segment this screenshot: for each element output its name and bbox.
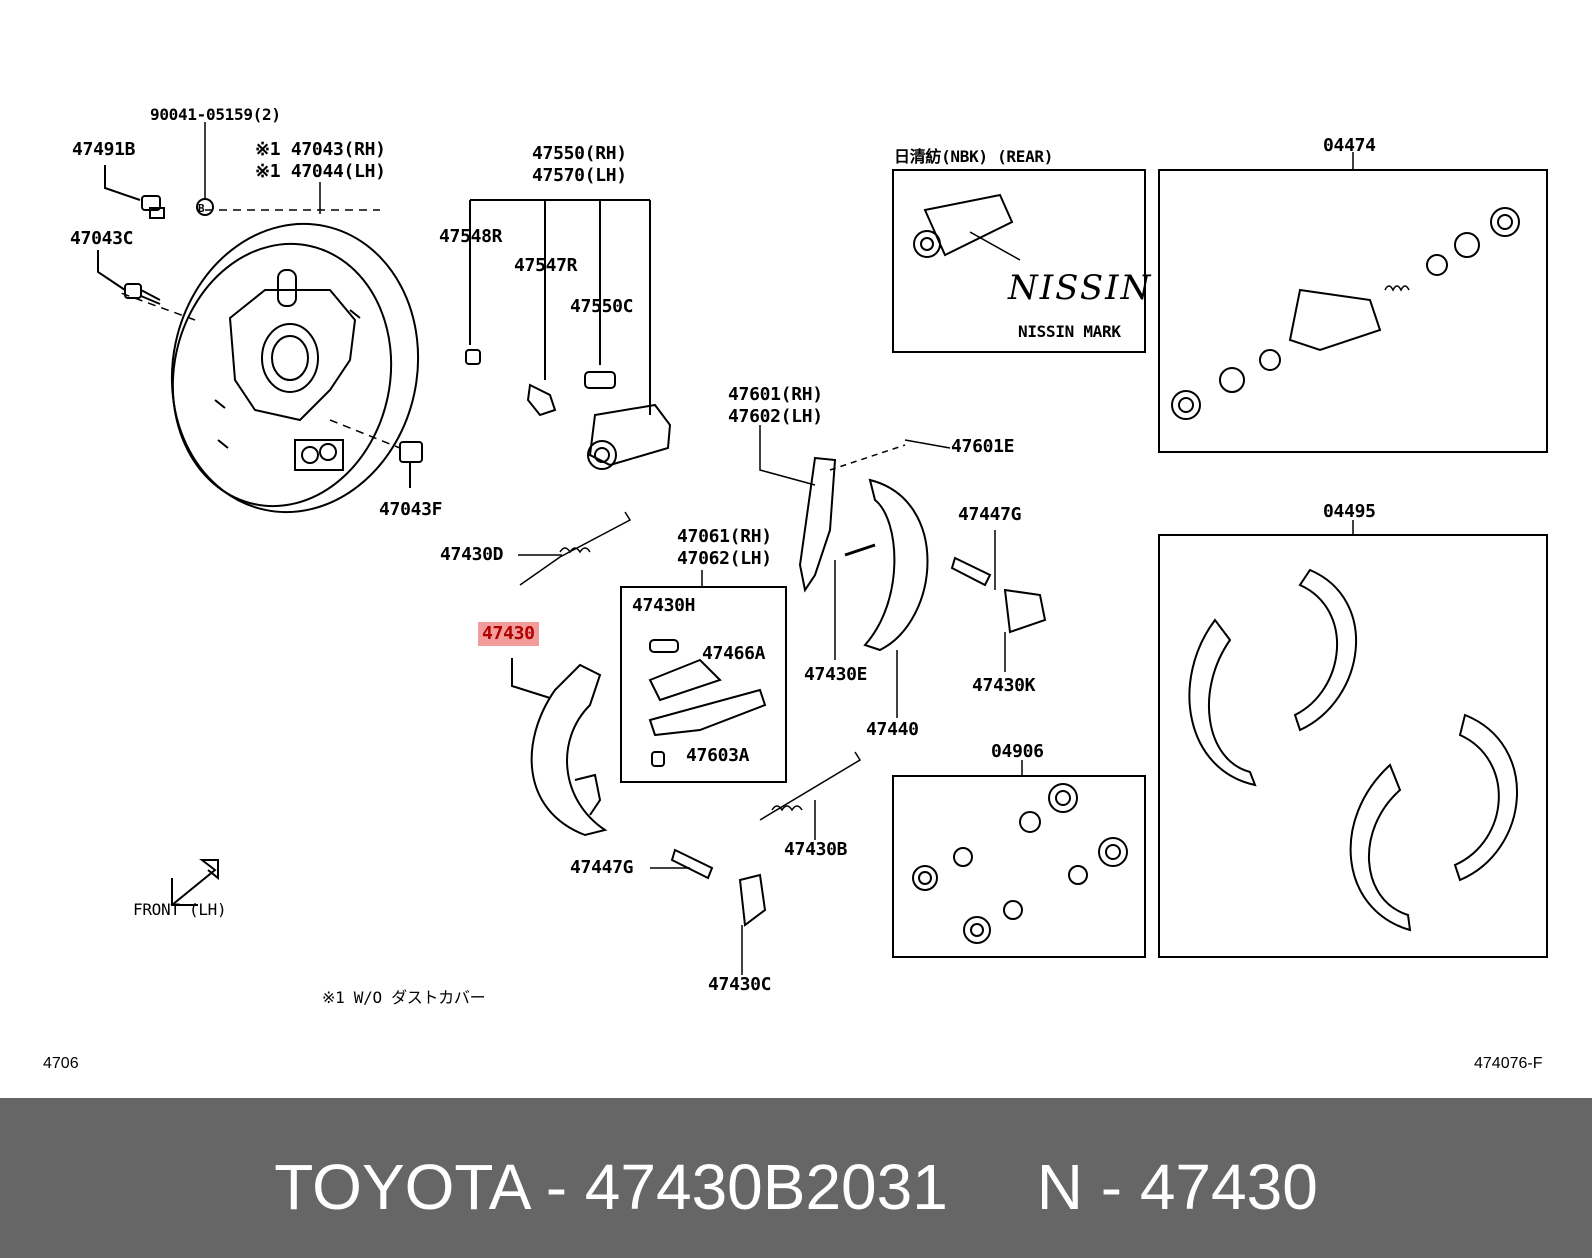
label-47430b: 47430B — [784, 839, 848, 860]
label-47430d: 47430D — [440, 544, 504, 565]
nissin-box — [892, 169, 1146, 353]
label-47043-rh: ※1 47043(RH) — [255, 139, 386, 160]
backing-plate-drawing — [117, 209, 420, 514]
label-47043f: 47043F — [379, 499, 443, 520]
kit-04474-box — [1158, 169, 1548, 453]
label-47447g-lower: 47447G — [570, 857, 634, 878]
nissin-mark-label: NISSIN MARK — [1018, 322, 1121, 341]
label-47570-lh: 47570(LH) — [532, 165, 627, 186]
bubble-b-circle — [196, 198, 214, 216]
label-47430c: 47430C — [708, 974, 772, 995]
label-47447g-upper: 47447G — [958, 504, 1022, 525]
figure-code: 474076-F — [1474, 1055, 1543, 1072]
nissin-logo: NISSIN — [1008, 268, 1153, 308]
label-47430e: 47430E — [804, 664, 868, 685]
label-47548r: 47548R — [439, 226, 503, 247]
front-arrow-icon — [171, 859, 219, 906]
label-47602-lh: 47602(LH) — [728, 406, 823, 427]
label-47061-rh: 47061(RH) — [677, 526, 772, 547]
label-90041-05159: 90041-05159(2) — [150, 105, 281, 124]
label-kit-04474: 04474 — [1323, 135, 1376, 156]
label-47440: 47440 — [866, 719, 919, 740]
label-47601e: 47601E — [951, 436, 1015, 457]
bolt-47491b-drawing — [97, 165, 165, 305]
adjuster-box — [620, 586, 787, 783]
label-47466a: 47466A — [702, 643, 766, 664]
label-47430k: 47430K — [972, 675, 1036, 696]
page-code: 4706 — [43, 1055, 79, 1072]
label-47550-rh: 47550(RH) — [532, 143, 627, 164]
label-47547r: 47547R — [514, 255, 578, 276]
label-47550c: 47550C — [570, 296, 634, 317]
label-47603a: 47603A — [686, 745, 750, 766]
note-label: ※1 W/O ダストカバー — [322, 988, 486, 1007]
front-lh-label: FRONT (LH) — [133, 900, 227, 919]
label-47043c: 47043C — [70, 228, 134, 249]
label-kit-04495: 04495 — [1323, 501, 1376, 522]
nissin-box-title: 日清紡(NBK) (REAR) — [894, 147, 1054, 166]
brake-shoe-47430-drawing — [511, 658, 608, 837]
label-47430h: 47430H — [632, 595, 696, 616]
footer-bar: TOYOTA - 47430B2031 N - 47430 — [0, 1098, 1592, 1258]
label-47430-highlighted[interactable]: 47430 — [478, 622, 539, 646]
label-47491b: 47491B — [72, 139, 136, 160]
label-47062-lh: 47062(LH) — [677, 548, 772, 569]
label-kit-04906: 04906 — [991, 741, 1044, 762]
label-47044-lh: ※1 47044(LH) — [255, 161, 386, 182]
diagram-drawing — [97, 122, 1548, 975]
kit-04906-box — [892, 775, 1146, 958]
wheel-cylinder-drawing — [465, 199, 672, 470]
parts-diagram: 90041-05159(2) 47491B ※1 47043(RH) ※1 47… — [43, 105, 1548, 1072]
label-47601-rh: 47601(RH) — [728, 384, 823, 405]
bubble-b-label: B — [198, 202, 205, 215]
footer-part-number: TOYOTA - 47430B2031 N - 47430 — [274, 1151, 1318, 1223]
